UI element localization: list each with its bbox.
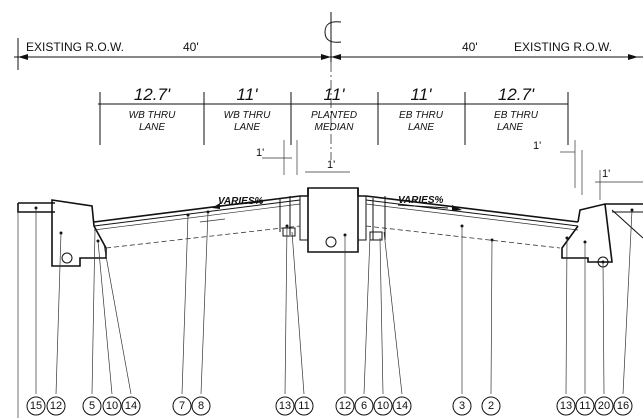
svg-text:LANE: LANE [139, 122, 165, 133]
svg-text:16: 16 [617, 400, 629, 412]
svg-text:5: 5 [89, 400, 95, 412]
right-pavement [365, 195, 579, 249]
svg-text:14: 14 [396, 400, 408, 412]
svg-text:12.7': 12.7' [134, 85, 171, 104]
slope-right: VARIES% [397, 195, 462, 211]
right-row-dimension: 40' [462, 40, 478, 54]
lane-wb-outer: 12.7' WB THRU LANE [129, 85, 176, 133]
callout-10: 10 [373, 396, 393, 416]
svg-text:12: 12 [50, 400, 62, 412]
callout-3: 3 [452, 396, 472, 416]
callout-5: 5 [82, 396, 102, 416]
svg-text:EB THRU: EB THRU [399, 110, 444, 121]
callout-20: 20 [594, 396, 614, 416]
svg-text:11': 11' [237, 85, 259, 104]
svg-text:11': 11' [324, 85, 346, 104]
offset-edge-right: 1' [602, 168, 610, 180]
svg-text:LANE: LANE [408, 122, 434, 133]
svg-text:11: 11 [298, 400, 309, 412]
svg-text:PLANTED: PLANTED [311, 110, 357, 121]
callout-13: 13 [275, 396, 295, 416]
callout-15: 15 [26, 396, 46, 416]
svg-text:13: 13 [279, 400, 291, 412]
slope-left: VARIES% [212, 196, 263, 209]
lane-dimension-line [98, 92, 569, 145]
svg-text:20: 20 [598, 400, 610, 412]
svg-text:14: 14 [125, 400, 137, 412]
svg-text:LANE: LANE [234, 122, 260, 133]
callout-14: 14 [392, 396, 412, 416]
center-median [299, 187, 367, 253]
offset-eb-right: 1' [533, 140, 541, 152]
svg-text:EB THRU: EB THRU [494, 110, 539, 121]
callout-7: 7 [172, 396, 192, 416]
left-row-dimension: 40' [183, 40, 199, 54]
left-row-label: EXISTING R.O.W. [26, 40, 124, 54]
offset-median-right: 1' [327, 159, 335, 171]
svg-text:MEDIAN: MEDIAN [315, 122, 355, 133]
callout-leaders [17, 208, 633, 418]
centerline-symbol [324, 12, 342, 160]
lane-eb-outer: 12.7' EB THRU LANE [494, 85, 539, 133]
left-curb-structure [17, 199, 107, 267]
left-pavement [93, 195, 301, 249]
svg-text:LANE: LANE [497, 122, 523, 133]
svg-text:12.7': 12.7' [498, 85, 535, 104]
lane-eb-inner: 11' EB THRU LANE [399, 85, 444, 133]
row-dimension: EXISTING R.O.W. 40' 40' EXISTING R.O.W. [14, 38, 643, 70]
callout-10: 10 [102, 396, 122, 416]
svg-text:10: 10 [106, 400, 118, 412]
svg-text:VARIES%: VARIES% [398, 195, 443, 206]
callout-13: 13 [556, 396, 576, 416]
callout-16: 16 [613, 396, 633, 416]
lane-wb-inner: 11' WB THRU LANE [224, 85, 271, 133]
callout-2: 2 [481, 396, 501, 416]
svg-text:WB THRU: WB THRU [224, 110, 271, 121]
svg-text:15: 15 [30, 400, 42, 412]
right-row-label: EXISTING R.O.W. [514, 40, 612, 54]
svg-text:8: 8 [198, 400, 204, 412]
svg-text:10: 10 [377, 400, 389, 412]
right-curb-structure [561, 203, 643, 268]
callout-12: 12 [335, 396, 355, 416]
svg-text:3: 3 [459, 400, 465, 412]
callout-8: 8 [191, 396, 211, 416]
svg-text:13: 13 [560, 400, 572, 412]
callout-12: 12 [46, 396, 66, 416]
offset-dimensions: 1' 1' 1' 1' [256, 140, 643, 200]
callout-11: 11 [575, 396, 595, 416]
svg-text:11: 11 [579, 400, 590, 412]
svg-text:6: 6 [361, 400, 367, 412]
svg-text:7: 7 [179, 400, 185, 412]
svg-text:11': 11' [411, 85, 433, 104]
callout-6: 6 [354, 396, 374, 416]
lane-median: 11' PLANTED MEDIAN [311, 85, 357, 133]
svg-text:WB THRU: WB THRU [129, 110, 176, 121]
callout-11: 11 [294, 396, 314, 416]
callout-14: 14 [121, 396, 141, 416]
svg-text:2: 2 [488, 400, 494, 412]
svg-text:12: 12 [339, 400, 351, 412]
offset-median-left: 1' [256, 147, 264, 159]
svg-text:VARIES%: VARIES% [218, 196, 263, 207]
